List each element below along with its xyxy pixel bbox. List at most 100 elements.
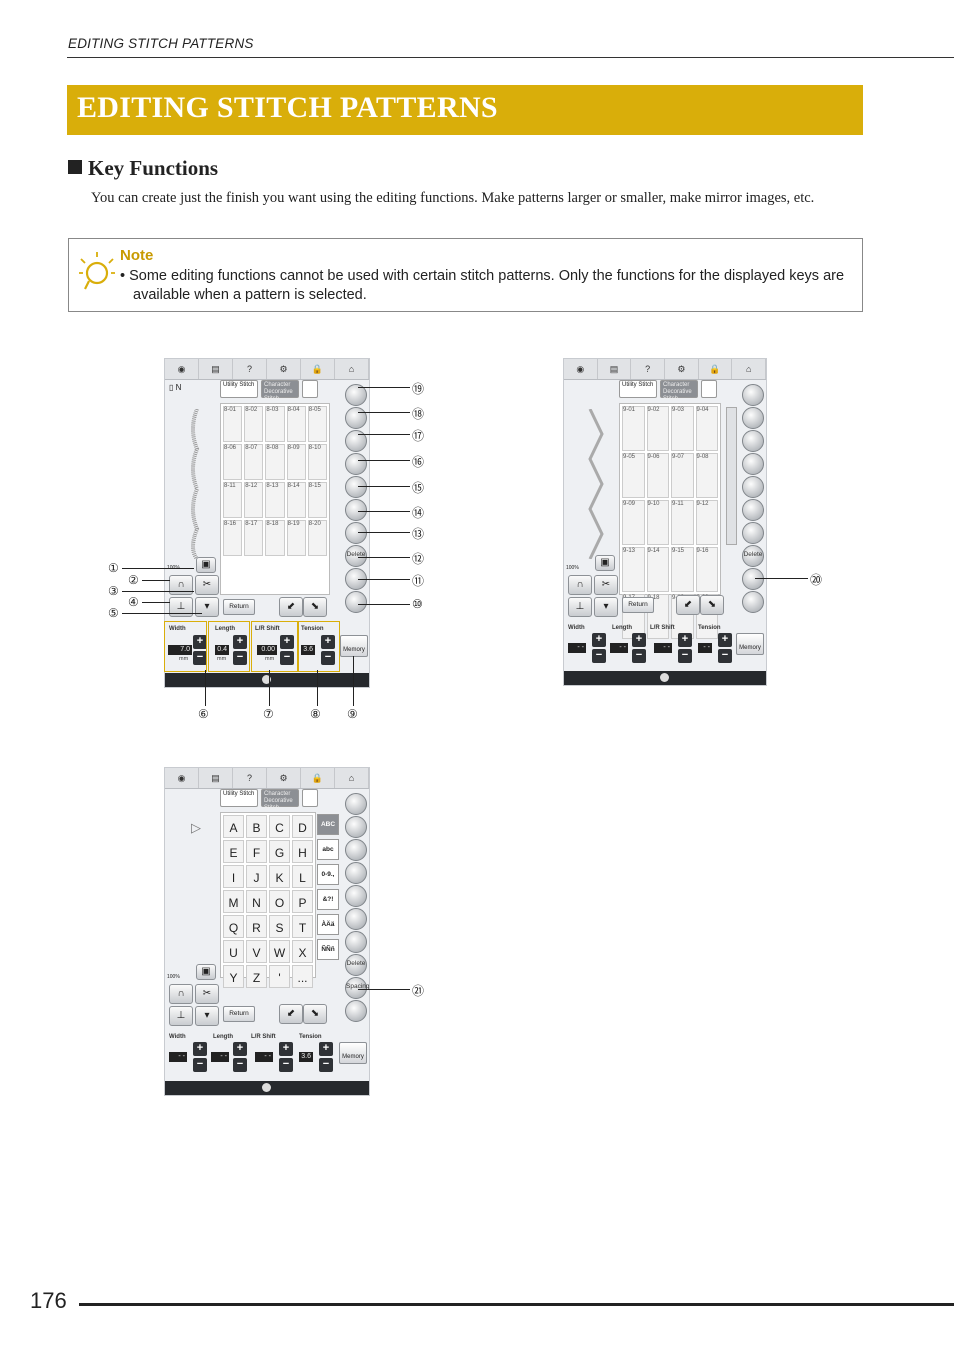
tension-plus-button[interactable]: +	[319, 1042, 333, 1056]
stitch-pattern-key[interactable]: 9-04	[695, 406, 718, 451]
camera-icon[interactable]: ◉	[165, 768, 199, 788]
pen-button[interactable]	[742, 591, 764, 613]
scroll-down-button[interactable]: ⬊	[303, 1004, 327, 1024]
character-key[interactable]: Z	[246, 965, 267, 988]
pocket-icon[interactable]	[302, 380, 318, 398]
lock-icon[interactable]: 🔒	[301, 359, 335, 379]
setting-icon[interactable]: ⚙	[267, 359, 301, 379]
stitch-pattern-key[interactable]: 8-04	[286, 406, 306, 442]
tension-plus-button[interactable]: +	[718, 633, 732, 647]
character-key[interactable]: A	[223, 815, 244, 838]
stitch-pattern-key[interactable]: 8-19	[286, 520, 306, 556]
size-button[interactable]	[742, 476, 764, 498]
single-repeat-button[interactable]	[345, 499, 367, 521]
spacing-button[interactable]: Spacing	[345, 977, 369, 999]
width-minus-button[interactable]: −	[193, 1058, 207, 1072]
stitch-pattern-key[interactable]: 9-02	[646, 406, 669, 451]
multiple-color-button[interactable]	[345, 522, 367, 544]
tension-minus-button[interactable]: −	[319, 1058, 333, 1072]
tension-plus-button[interactable]: +	[321, 635, 335, 649]
width-minus-button[interactable]: −	[592, 649, 606, 663]
scrollbar[interactable]	[726, 407, 737, 545]
stitch-pattern-key[interactable]: 8-17	[244, 520, 264, 556]
mirror-vertical-button[interactable]	[345, 384, 367, 406]
width-plus-button[interactable]: +	[193, 635, 207, 649]
stitch-pattern-key[interactable]: 8-18	[265, 520, 285, 556]
needle-position-button[interactable]: ∩	[169, 575, 193, 595]
stitch-pattern-key[interactable]: 9-16	[695, 547, 718, 592]
elongation-button[interactable]	[742, 453, 764, 475]
character-category-tab[interactable]: ABC	[317, 814, 339, 835]
stitch-pattern-key[interactable]: 8-01	[223, 406, 243, 442]
memory-button-2[interactable]: Memory	[736, 633, 764, 655]
character-key[interactable]: O	[269, 890, 290, 913]
stitch-pattern-key[interactable]: 8-09	[286, 444, 306, 480]
width-minus-button[interactable]: −	[193, 651, 207, 665]
stitch-pattern-key[interactable]: 8-08	[265, 444, 285, 480]
single-repeat-button[interactable]	[742, 499, 764, 521]
stitch-pattern-key[interactable]: 9-13	[622, 547, 645, 592]
home-icon[interactable]: ⌂	[732, 359, 766, 379]
character-key[interactable]: ...	[292, 965, 313, 988]
return-button-2[interactable]: Return	[622, 597, 654, 613]
mirror-horizontal-button[interactable]	[742, 407, 764, 429]
tension-minus-button[interactable]: −	[321, 651, 335, 665]
elongation-button[interactable]	[345, 862, 367, 884]
return-button-3[interactable]: Return	[223, 1006, 255, 1022]
character-key[interactable]: Y	[223, 965, 244, 988]
stitch-pattern-key[interactable]: 8-02	[244, 406, 264, 442]
return-button[interactable]: Return	[223, 599, 255, 615]
length-plus-button[interactable]: +	[233, 635, 247, 649]
help-icon[interactable]: ?	[631, 359, 666, 379]
presser-foot-button[interactable]: ⊥	[169, 597, 193, 617]
character-key[interactable]: M	[223, 890, 244, 913]
shift-plus-button[interactable]: +	[678, 633, 692, 647]
scroll-up-button[interactable]: ⬋	[279, 1004, 303, 1024]
shift-minus-button[interactable]: −	[678, 649, 692, 663]
image-button[interactable]	[742, 568, 764, 590]
stitch-pattern-key[interactable]: 9-06	[646, 453, 669, 498]
character-category-tab[interactable]: ÑÑñ	[317, 939, 339, 960]
character-key[interactable]: U	[223, 940, 244, 963]
scissors-button[interactable]: ✂	[594, 575, 618, 595]
pivot-button[interactable]: ▾	[594, 597, 618, 617]
mirror-vertical-button[interactable]	[742, 384, 764, 406]
character-category-tab[interactable]: &?!	[317, 889, 339, 910]
character-category-tab[interactable]: abc	[317, 839, 339, 860]
size-button[interactable]	[345, 885, 367, 907]
stitch-pattern-key[interactable]: 8-07	[244, 444, 264, 480]
stitch-pattern-key[interactable]: 8-16	[223, 520, 243, 556]
character-key[interactable]: S	[269, 915, 290, 938]
thread-icon[interactable]: ▣	[595, 555, 615, 571]
stitch-pattern-key[interactable]: 9-09	[622, 500, 645, 545]
stitch-pattern-key[interactable]: 9-15	[671, 547, 694, 592]
pen-button[interactable]	[345, 591, 367, 613]
mirror-horizontal-button[interactable]	[345, 816, 367, 838]
scroll-up-button[interactable]: ⬋	[676, 595, 700, 615]
stitch-pattern-key[interactable]: 9-12	[695, 500, 718, 545]
stitch-pattern-key[interactable]: 8-12	[244, 482, 264, 518]
tab-character-stitch-3[interactable]: Character Decorative Stitch	[261, 789, 299, 811]
presser-foot-button[interactable]: ⊥	[568, 597, 592, 617]
character-key[interactable]: T	[292, 915, 313, 938]
stitch-pattern-key[interactable]: 9-07	[671, 453, 694, 498]
setting-icon[interactable]: ⚙	[665, 359, 699, 379]
length-plus-button[interactable]: +	[632, 633, 646, 647]
needle-position-button[interactable]: ∩	[169, 984, 193, 1004]
lock-icon[interactable]: 🔒	[301, 768, 335, 788]
character-key[interactable]: '	[269, 965, 290, 988]
character-category-tab[interactable]: ÀÄä	[317, 914, 339, 935]
multiple-color-button[interactable]	[345, 931, 367, 953]
stitch-pattern-key[interactable]: 9-11	[671, 500, 694, 545]
character-key[interactable]: E	[223, 840, 244, 863]
multiple-color-button[interactable]	[742, 522, 764, 544]
character-key[interactable]: C	[269, 815, 290, 838]
character-key[interactable]: B	[246, 815, 267, 838]
memory-button-3[interactable]: Memory	[339, 1042, 367, 1064]
stitch-pattern-key[interactable]: 8-10	[307, 444, 327, 480]
delete-button[interactable]: Delete	[742, 545, 764, 567]
elongation-button[interactable]	[345, 453, 367, 475]
scissors-button[interactable]: ✂	[195, 984, 219, 1004]
character-key[interactable]: H	[292, 840, 313, 863]
single-repeat-button[interactable]	[345, 908, 367, 930]
